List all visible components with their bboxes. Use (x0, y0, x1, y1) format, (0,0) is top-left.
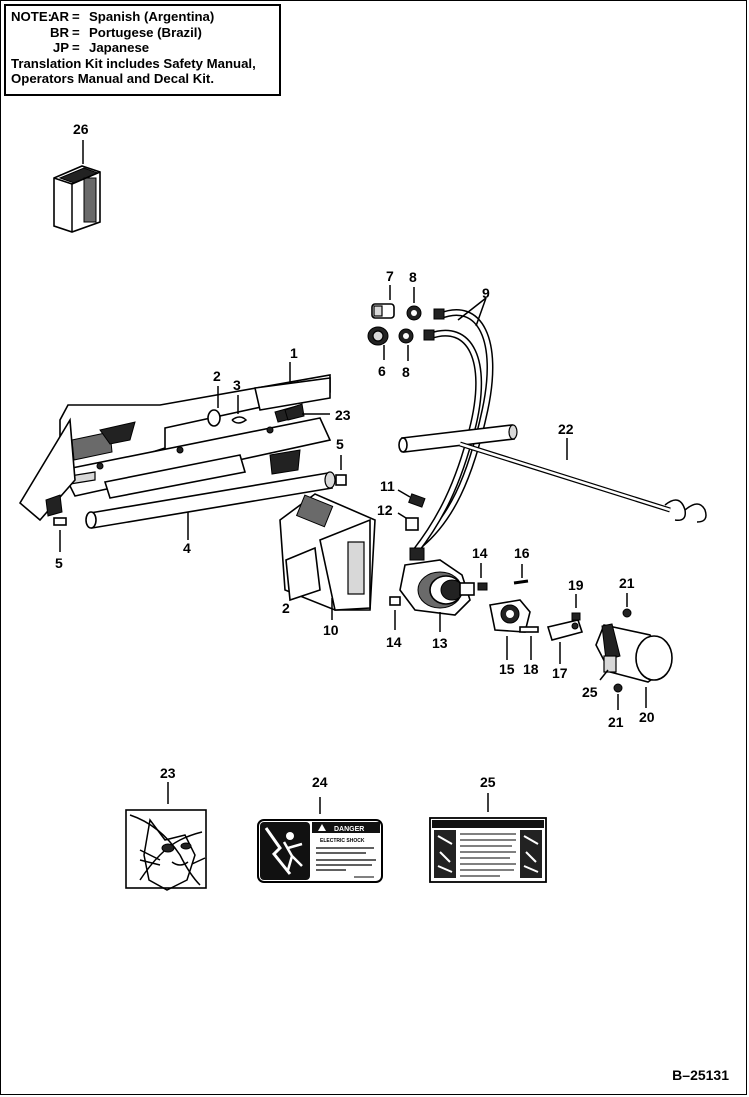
part-25-guard-decal-leader (599, 669, 609, 681)
decal-23-bobcat-logo (125, 782, 207, 891)
callout-19: 19 (568, 577, 584, 593)
part-4-rod (85, 471, 336, 540)
part-1-mounting-frame (18, 362, 332, 522)
callout-3: 3 (233, 377, 241, 393)
callout-2: 2 (213, 368, 221, 384)
callout-13: 13 (432, 635, 448, 651)
note-code: BR (49, 24, 69, 40)
decal-24-header: DANGER (334, 826, 364, 833)
callout-2: 2 (282, 600, 290, 616)
callout-23: 23 (335, 407, 351, 423)
decal-24-danger-electric-shock: DANGER ELECTRIC SHOCK (257, 797, 383, 883)
note-code: AR (49, 9, 69, 24)
callout-8: 8 (409, 269, 417, 285)
part-18-pin (519, 626, 539, 660)
part-16-key (513, 564, 529, 585)
callout-25: 25 (480, 774, 496, 790)
decal-25-warning (429, 793, 547, 883)
note-language: Japanese (89, 40, 150, 55)
note-label: NOTE: (11, 9, 53, 24)
callout-22: 22 (558, 421, 574, 437)
callout-10: 10 (323, 622, 339, 638)
part-8-fitting-lower (398, 328, 414, 361)
callout-24: 24 (312, 774, 328, 790)
callout-25: 25 (582, 684, 598, 700)
note-kit-line-2: Operators Manual and Decal Kit. (11, 71, 214, 86)
callout-16: 16 (514, 545, 530, 561)
part-14-bolt-upper (477, 563, 488, 591)
part-5-bolt-left (53, 517, 67, 552)
part-15-coupler (489, 599, 531, 660)
callout-21: 21 (619, 575, 635, 591)
callout-12: 12 (377, 502, 393, 518)
callout-11: 11 (380, 478, 395, 494)
callout-8: 8 (402, 364, 410, 380)
callout-21: 21 (608, 714, 624, 730)
part-12-fitting (397, 512, 419, 531)
part-9-hydraulic-hoses (412, 297, 494, 555)
part-20-shaft-guard (595, 623, 673, 708)
note-kit-line-1: Translation Kit includes Safety Manual, (11, 55, 256, 71)
note-language: Portugese (Brazil) (89, 24, 202, 40)
callout-9: 9 (482, 285, 490, 301)
callout-20: 20 (639, 709, 655, 725)
part-3-clip (231, 395, 248, 424)
part-11-fitting (397, 489, 426, 508)
callout-6: 6 (378, 363, 386, 379)
callout-7: 7 (386, 268, 394, 284)
part-10-motor-bracket (279, 493, 376, 620)
callout-18: 18 (523, 661, 539, 677)
callout-15: 15 (499, 661, 515, 677)
part-14-bolt-lower (389, 596, 401, 630)
note-equals: = (72, 9, 80, 24)
callout-26: 26 (73, 121, 89, 137)
callout-14: 14 (472, 545, 488, 561)
note-code: JP (52, 40, 69, 55)
part-19-set-screw (571, 594, 581, 621)
part-2-pin (207, 386, 221, 427)
note-language: Spanish (Argentina) (89, 9, 215, 24)
translation-note-box: NOTE: AR = Spanish (Argentina) BR = Port… (4, 4, 281, 96)
note-row-br: BR = Portugese (Brazil) (11, 25, 279, 41)
part-23-decal-on-frame (284, 403, 330, 421)
callout-17: 17 (552, 665, 568, 681)
part-21-nut-lower (613, 683, 623, 710)
part-26-translation-kit (53, 140, 101, 233)
callout-23: 23 (160, 765, 176, 781)
note-row-jp: JP = Japanese (11, 40, 279, 56)
document-number: B–25131 (672, 1067, 729, 1083)
note-row-ar: NOTE: AR = Spanish (Argentina) (11, 9, 279, 25)
part-21-nut-upper (622, 593, 632, 618)
part-7-fitting (371, 285, 395, 319)
part-8-fitting-upper (406, 287, 422, 321)
callout-14: 14 (386, 634, 402, 650)
part-22-control-handle (398, 424, 707, 523)
callout-4: 4 (183, 540, 191, 556)
callout-5: 5 (336, 436, 344, 452)
decal-24-subheader: ELECTRIC SHOCK (320, 838, 365, 844)
part-6-fitting (367, 326, 389, 360)
part-17-shaft (546, 619, 584, 664)
note-equals: = (72, 40, 80, 55)
part-13-hydraulic-motor (399, 547, 475, 632)
part-5-bolt-right (335, 455, 347, 486)
note-equals: = (72, 24, 80, 40)
callout-5: 5 (55, 555, 63, 571)
callout-1: 1 (290, 345, 298, 361)
